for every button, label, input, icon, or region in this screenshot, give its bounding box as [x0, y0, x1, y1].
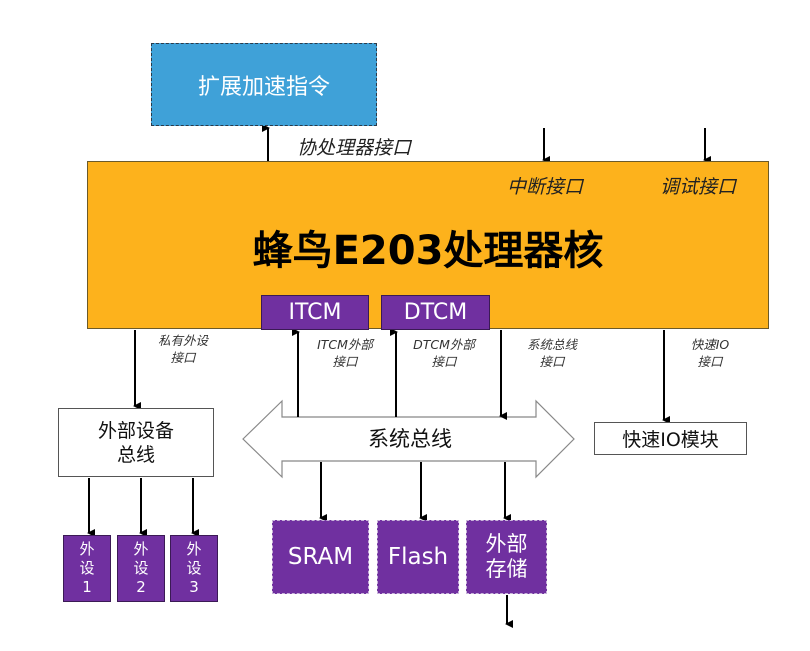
periph-line: 1 [82, 578, 92, 596]
irq-iface-label: 中断接口 [507, 176, 584, 198]
sram-box: SRAM [272, 520, 369, 594]
dtcm-label: DTCM [403, 300, 468, 325]
ext-storage-line: 存储 [485, 557, 528, 581]
periph-line: 外 [79, 540, 95, 558]
periph-line: 3 [189, 578, 199, 596]
ext-storage-line: 外部 [485, 532, 528, 556]
itcm-box: ITCM [261, 295, 369, 330]
periph-line: 外 [133, 540, 149, 558]
dtcm-box: DTCM [381, 295, 490, 330]
core-title: 蜂鸟E203处理器核 [252, 228, 604, 274]
ext-storage-box: 外部 存储 [466, 520, 547, 594]
peripheral-3-box: 外 设 3 [170, 535, 218, 602]
debug-iface-label: 调试接口 [660, 176, 737, 198]
label-line: 接口 [431, 354, 457, 369]
flash-label: Flash [387, 544, 449, 570]
system-bus-label: 系统总线 [368, 427, 452, 451]
peripheral-2-box: 外 设 2 [117, 535, 165, 602]
sysbus-iface-label: 系统总线 接口 [517, 336, 587, 370]
ext-device-bus-box: 外部设备 总线 [58, 408, 214, 477]
ext-bus-line: 外部设备 [97, 419, 174, 442]
label-line: 系统总线 [526, 337, 577, 352]
fast-io-module-box: 快速IO模块 [594, 422, 747, 455]
label-line: 快速IO [690, 337, 730, 352]
label-line: 接口 [539, 354, 565, 369]
label-line: 接口 [170, 350, 196, 365]
itcm-ext-iface-label: ITCM外部 接口 [307, 336, 383, 370]
system-bus-arrow [242, 399, 575, 479]
label-line: 接口 [332, 354, 358, 369]
periph-line: 2 [136, 578, 146, 596]
label-line: 接口 [697, 354, 723, 369]
coproc-iface-label: 协处理器接口 [297, 137, 412, 159]
flash-box: Flash [377, 520, 459, 594]
fast-io-iface-label: 快速IO 接口 [680, 336, 740, 370]
label-line: 私有外设 [157, 333, 208, 348]
ext-accel-instr-box: 扩展加速指令 [151, 43, 377, 126]
periph-line: 设 [79, 559, 95, 577]
peripheral-1-box: 外 设 1 [63, 535, 111, 602]
ext-bus-line: 总线 [116, 443, 155, 466]
ext-accel-label: 扩展加速指令 [197, 74, 330, 100]
itcm-label: ITCM [288, 300, 342, 325]
label-line: DTCM外部 [413, 337, 475, 352]
periph-line: 外 [186, 540, 202, 558]
sram-label: SRAM [287, 544, 354, 570]
dtcm-ext-iface-label: DTCM外部 接口 [404, 336, 484, 370]
private-periph-iface-label: 私有外设 接口 [148, 332, 218, 366]
label-line: ITCM外部 [317, 337, 373, 352]
periph-line: 设 [186, 559, 202, 577]
fast-io-module-label: 快速IO模块 [622, 429, 719, 451]
periph-line: 设 [133, 559, 149, 577]
